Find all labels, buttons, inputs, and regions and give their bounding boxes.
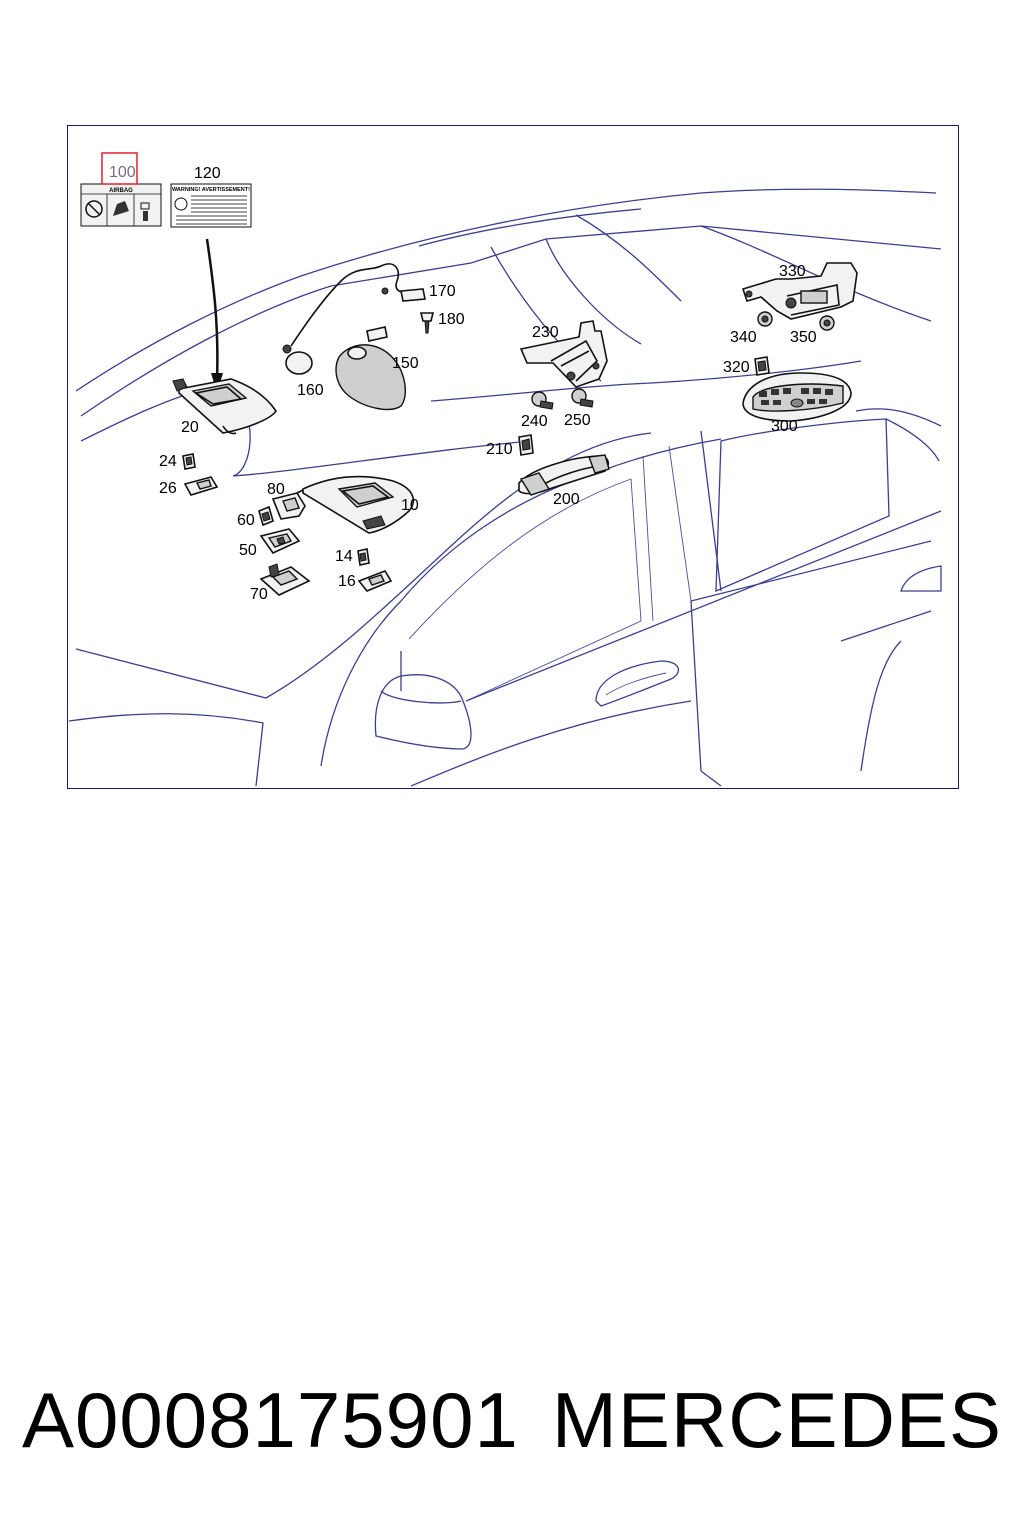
- callout-320: 320: [723, 359, 750, 376]
- callout-60: 60: [237, 512, 255, 529]
- callout-230: 230: [532, 324, 559, 341]
- airbag-sticker: AIRBAG: [80, 183, 162, 227]
- cover-160: [285, 351, 313, 375]
- callout-300: 300: [771, 418, 798, 435]
- callout-160: 160: [297, 382, 324, 399]
- bracket-330: [741, 262, 858, 320]
- warning-sticker: WARNING! AVERTISSEMENT!: [170, 183, 252, 228]
- clip-26: [183, 476, 219, 496]
- clip-180: [419, 312, 435, 334]
- callout-340: 340: [730, 329, 757, 346]
- clip-14: [357, 548, 370, 566]
- callout-150: 150: [392, 355, 419, 372]
- parts-diagram: AIRBAG WARNING! AVERTISSEMENT!: [67, 125, 959, 789]
- callout-26: 26: [159, 480, 177, 497]
- callout-70: 70: [250, 586, 268, 603]
- callout-210: 210: [486, 441, 513, 458]
- screw-340: [757, 311, 773, 327]
- screw-250: [571, 388, 594, 408]
- pointer-arrow: [205, 238, 219, 382]
- highlight-box-100: [101, 152, 138, 185]
- parts-diagram-drawing: AIRBAG WARNING! AVERTISSEMENT!: [68, 152, 942, 787]
- car-outline: [68, 188, 942, 787]
- footer: A0008175901 MERCEDES: [0, 1370, 1024, 1470]
- callout-180: 180: [438, 311, 465, 328]
- mount-70: [259, 563, 311, 596]
- clip-60: [258, 505, 274, 527]
- callout-24: 24: [159, 453, 177, 470]
- brand-name: MERCEDES: [551, 1376, 1002, 1464]
- screw-350: [819, 315, 835, 331]
- clip-50: [259, 528, 301, 555]
- cable-170: [282, 263, 426, 354]
- callout-14: 14: [335, 548, 353, 565]
- callout-330: 330: [779, 263, 806, 280]
- clip-210: [518, 434, 534, 456]
- callout-labels: 100 120 170 180 150 160 20 24 26 80 60 5…: [109, 164, 817, 603]
- callout-200: 200: [553, 491, 580, 508]
- warning-label-title: WARNING! AVERTISSEMENT!: [172, 187, 250, 193]
- callout-10: 10: [401, 497, 419, 514]
- callout-120: 120: [194, 165, 221, 182]
- bracket-230: [519, 320, 608, 388]
- camera-150: [335, 326, 407, 411]
- clip-16: [357, 570, 393, 592]
- screw-240: [531, 391, 554, 410]
- sun-visor-right: [302, 475, 415, 534]
- sun-visor-left: [172, 378, 277, 435]
- callout-50: 50: [239, 542, 257, 559]
- grab-handle-200: [518, 454, 610, 496]
- callout-350: 350: [790, 329, 817, 346]
- callout-16: 16: [338, 573, 356, 590]
- airbag-label-title: AIRBAG: [109, 188, 133, 194]
- callout-100: 100: [109, 164, 136, 181]
- callout-250: 250: [564, 412, 591, 429]
- clip-320: [754, 356, 770, 376]
- callout-170: 170: [429, 283, 456, 300]
- part-number: A0008175901: [22, 1376, 519, 1464]
- clip-24: [182, 453, 196, 470]
- callout-20: 20: [181, 419, 199, 436]
- overhead-console-300: [742, 372, 852, 422]
- callout-240: 240: [521, 413, 548, 430]
- callout-80: 80: [267, 481, 285, 498]
